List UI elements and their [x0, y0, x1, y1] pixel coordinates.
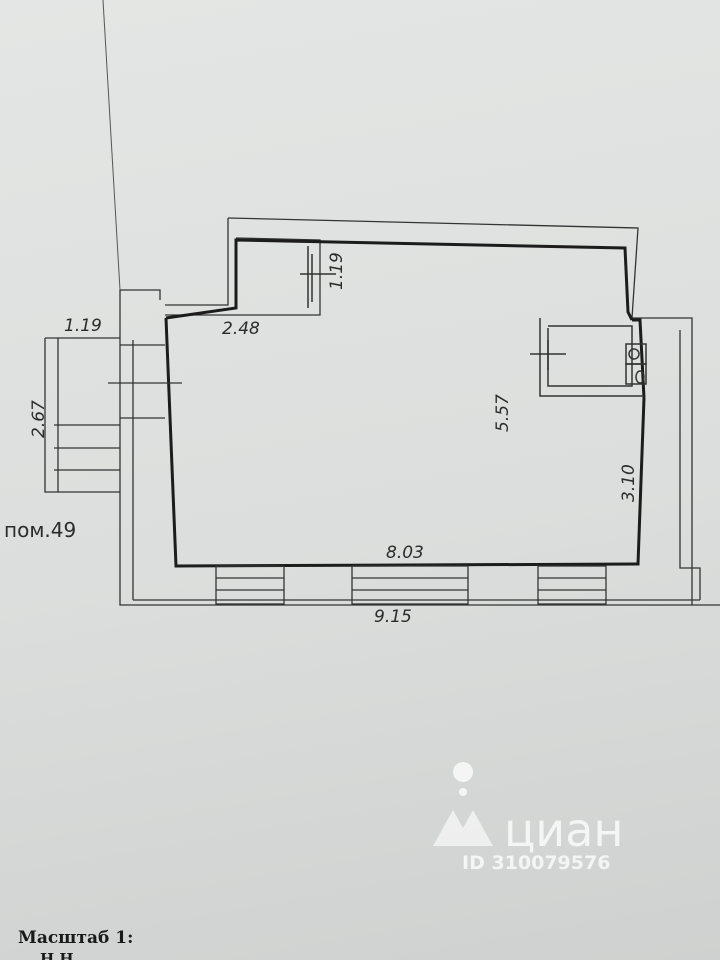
location-pin-icon — [433, 762, 493, 846]
watermark-brand: циан — [504, 803, 623, 857]
scale-label: Масштаб 1: — [18, 928, 134, 948]
bathroom — [530, 318, 647, 397]
room-label: пом.49 — [4, 518, 76, 542]
windows-bottom — [215, 565, 607, 605]
paper-edge-line — [102, 0, 121, 291]
watermark: циан ID 310079576 — [433, 762, 623, 874]
dim-1-19-left: 1.19 — [64, 316, 102, 336]
dim-8-03: 8.03 — [386, 543, 424, 563]
footer-second-line: Н Н — [40, 950, 74, 960]
dim-5-57: 5.57 — [493, 394, 513, 432]
dim-9-15: 9.15 — [374, 607, 412, 627]
left-steps — [44, 337, 182, 493]
watermark-id: ID 310079576 — [462, 852, 610, 874]
dim-2-48: 2.48 — [222, 319, 260, 339]
dim-3-10: 3.10 — [619, 464, 639, 502]
dim-2-67: 2.67 — [29, 400, 49, 438]
toilet-fixture — [625, 363, 647, 385]
closet-top — [300, 246, 336, 308]
main-room-outline — [164, 238, 646, 568]
dim-1-19-top: 1.19 — [327, 252, 347, 290]
